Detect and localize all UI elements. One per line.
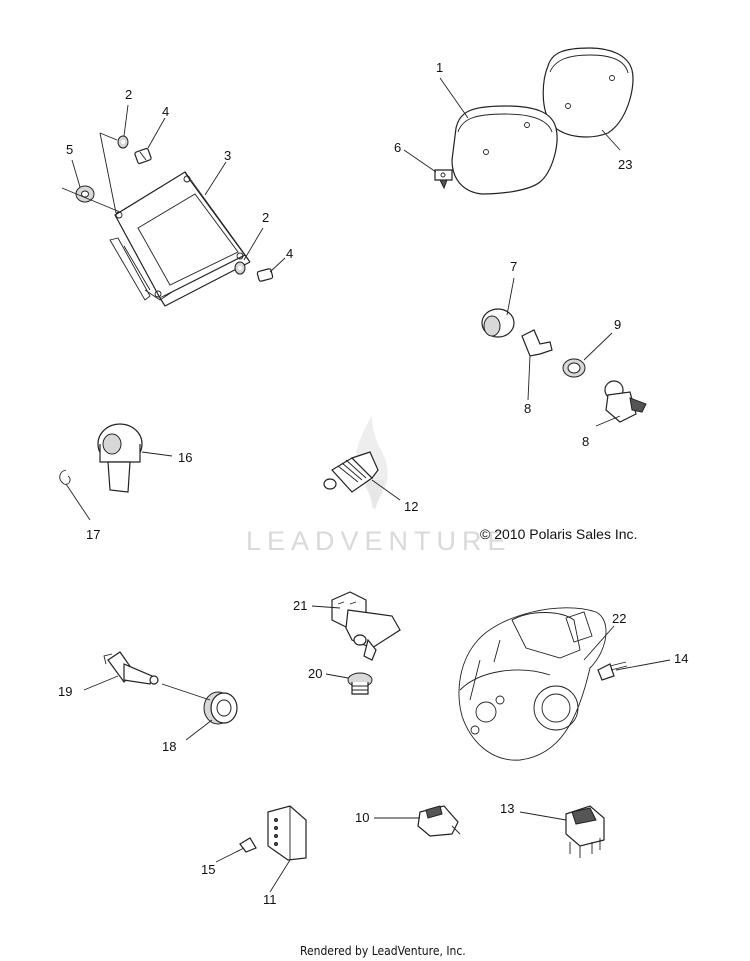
callout-20: 20: [308, 666, 322, 681]
fitting-20[interactable]: [347, 672, 373, 695]
clip-17[interactable]: [59, 469, 71, 485]
callout-14: 14: [674, 651, 688, 666]
callout-2-upper: 2: [125, 87, 132, 102]
callout-3: 3: [224, 148, 231, 163]
callout-12: 12: [404, 499, 418, 514]
cover-23[interactable]: [542, 47, 634, 138]
callout-13: 13: [500, 801, 514, 816]
temp-sensor-12[interactable]: [323, 451, 379, 493]
clip-8-upper[interactable]: [521, 329, 553, 357]
footer-credit: Rendered by LeadVenture, Inc.: [300, 944, 466, 958]
callout-labels: 1 2 4 5 3 6 23 2 4 7 9 8 8 16 12 17 21 2…: [58, 60, 688, 907]
screw-4-lower[interactable]: [256, 268, 274, 282]
bulb-socket-19[interactable]: [103, 651, 159, 685]
callout-19: 19: [58, 684, 72, 699]
callout-4-lower: 4: [286, 246, 293, 261]
copyright-notice: © 2010 Polaris Sales Inc.: [480, 526, 637, 542]
callout-23: 23: [618, 157, 632, 172]
callout-17: 17: [86, 527, 100, 542]
throttle-body-22[interactable]: [458, 607, 607, 761]
ecu-module-3[interactable]: [109, 171, 251, 307]
grommet-18[interactable]: [203, 691, 238, 725]
callout-7: 7: [510, 259, 517, 274]
push-rivet-6[interactable]: [434, 169, 453, 190]
washer-2-upper[interactable]: [117, 135, 129, 149]
watermark-text: LEADVENTURE: [246, 526, 512, 556]
knob-7[interactable]: [481, 308, 515, 338]
callout-16: 16: [178, 450, 192, 465]
switch-10[interactable]: [417, 805, 461, 837]
rocker-switch-13[interactable]: [565, 805, 605, 858]
switch-8-lower[interactable]: [604, 380, 647, 423]
callout-4-upper: 4: [162, 104, 169, 119]
bezel-9[interactable]: [562, 358, 586, 378]
callout-15: 15: [201, 862, 215, 877]
callout-9: 9: [614, 317, 621, 332]
relay-11[interactable]: [267, 805, 307, 861]
map-sensor-21[interactable]: [331, 591, 401, 661]
callout-8-upper: 8: [524, 401, 531, 416]
grommet-5[interactable]: [75, 185, 95, 203]
cover-1[interactable]: [451, 105, 558, 195]
callout-6: 6: [394, 140, 401, 155]
callout-21: 21: [293, 598, 307, 613]
knock-sensor-16[interactable]: [97, 423, 143, 493]
screw-15[interactable]: [235, 837, 257, 853]
callout-11: 11: [263, 892, 277, 907]
watermark: LEADVENTURE: [246, 415, 512, 556]
sensor-14[interactable]: [597, 661, 628, 681]
callout-8-lower: 8: [582, 434, 589, 449]
screw-4-upper[interactable]: [134, 147, 152, 165]
callout-1: 1: [436, 60, 443, 75]
callout-22: 22: [612, 611, 626, 626]
callout-2-lower: 2: [262, 210, 269, 225]
callout-5: 5: [66, 142, 73, 157]
callout-10: 10: [355, 810, 369, 825]
callout-18: 18: [162, 739, 176, 754]
washer-2-lower[interactable]: [234, 261, 246, 275]
